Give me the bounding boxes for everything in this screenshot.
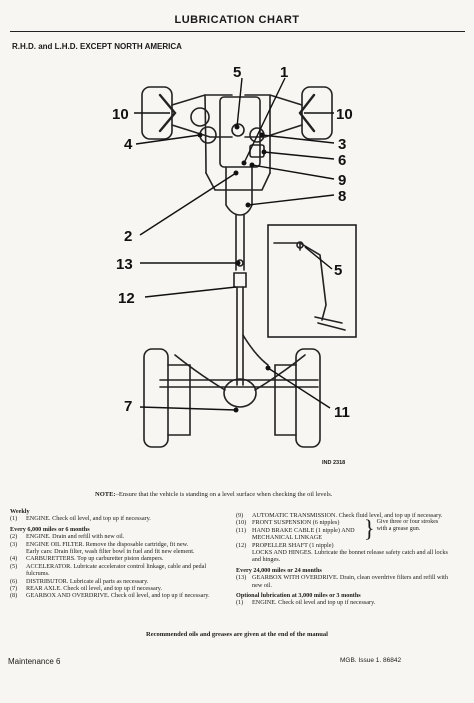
callout-10-left: 10 <box>112 106 129 123</box>
list-item: (1) ENGINE. Check oil level and top up i… <box>236 599 376 607</box>
callout-6: 6 <box>338 152 346 169</box>
list-item: (4) CARBURETTERS. Top up carburetter pis… <box>10 555 164 563</box>
optional-heading: Optional lubrication at 3,000 miles or 3… <box>236 592 361 600</box>
callout-2: 2 <box>124 228 132 245</box>
right-schedule-column: (9) AUTOMATIC TRANSMISSION. Check fluid … <box>236 512 451 607</box>
title-divider <box>10 31 465 32</box>
list-item: (13) GEARBOX WITH OVERDRIVE. Drain, clea… <box>236 574 448 589</box>
grease-nipple-group: (10) FRONT SUSPENSION (6 nipples) (11) H… <box>236 515 451 549</box>
pedal-detail-inset <box>267 224 357 338</box>
list-item: (2) ENGINE. Drain and refill with new oi… <box>10 533 125 541</box>
callout-7: 7 <box>124 398 132 415</box>
note-text: –Ensure that the vehicle is standing on … <box>115 491 333 498</box>
callout-8: 8 <box>338 188 346 205</box>
callout-5: 5 <box>233 64 241 81</box>
lubrication-diagram: 5 1 10 10 3 4 6 9 8 2 13 12 5 7 11 <box>112 64 357 448</box>
callout-13: 13 <box>116 256 133 273</box>
page-title: LUBRICATION CHART <box>174 14 300 26</box>
callout-12: 12 <box>118 290 135 307</box>
list-item: (9) AUTOMATIC TRANSMISSION. Check fluid … <box>236 512 443 519</box>
recommended-oils-note: Recommended oils and greases are given a… <box>146 631 328 638</box>
every-24000-heading: Every 24,000 miles or 24 months <box>236 566 322 574</box>
weekly-heading: Weekly <box>10 508 30 515</box>
list-item: (1) ENGINE. Check oil level, and top up … <box>10 515 151 523</box>
bracket-note: Give three or four strokes with a grease… <box>376 519 439 533</box>
rear-left-wheel <box>143 348 169 448</box>
callout-9: 9 <box>338 172 346 189</box>
list-item: (7) REAR AXLE. Check oil level, and top … <box>10 585 163 593</box>
callout-4: 4 <box>124 136 133 153</box>
bracket-brace-icon: } <box>364 515 375 543</box>
locks-hinges-item: LOCKS AND HINGES. Lubricate the bonnet r… <box>252 549 448 564</box>
list-item: Early cars: Drain filter, wash filter bo… <box>26 548 195 556</box>
list-item: (8) GEARBOX AND OVERDRIVE. Check oil lev… <box>10 592 210 600</box>
callout-3: 3 <box>338 136 346 153</box>
page-footer-right: MGB. Issue 1. 86842 <box>340 657 402 664</box>
rear-right-wheel <box>295 348 321 448</box>
list-item: (6) DISTRIBUTOR. Lubricate all parts as … <box>10 577 149 585</box>
list-item: (5) ACCELERATOR. Lubricate accelerator c… <box>10 562 207 578</box>
list-item: (10) FRONT SUSPENSION (6 nipples) <box>236 519 340 527</box>
figure-reference: IND 2318 <box>322 460 346 466</box>
page-footer-left: Maintenance 6 <box>8 657 61 666</box>
callout-1: 1 <box>280 64 288 81</box>
list-item: (3) ENGINE OIL FILTER. Remove the dispos… <box>10 540 189 548</box>
list-item: (12) PROPELLER SHAFT (1 nipple) <box>236 541 334 549</box>
left-schedule-column: Weekly (1) ENGINE. Check oil level, and … <box>10 505 225 600</box>
every-6000-heading: Every 6,000 miles or 6 months <box>10 525 90 533</box>
note-label: NOTE: <box>95 491 116 498</box>
list-item: (11) HAND BRAKE CABLE (1 nipple) AND MEC… <box>236 526 355 542</box>
note: NOTE:–Ensure that the vehicle is standin… <box>95 491 465 498</box>
page-subtitle: R.H.D. and L.H.D. EXCEPT NORTH AMERICA <box>12 42 182 51</box>
callout-10-right: 10 <box>336 106 353 123</box>
callout-5-inset: 5 <box>334 262 342 279</box>
callout-11: 11 <box>334 404 350 421</box>
